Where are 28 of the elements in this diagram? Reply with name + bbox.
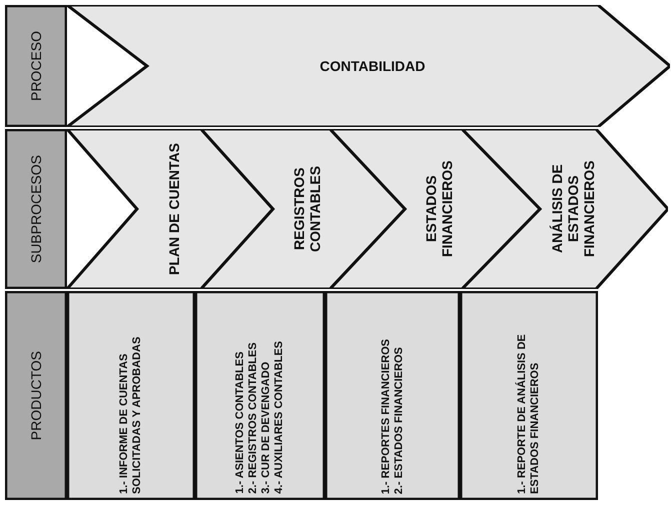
table-cell bbox=[325, 291, 460, 500]
row-header bbox=[5, 291, 67, 500]
list-item: 1.- REPORTE DE ANÁLISIS DE ESTADOS FINANCIEROS bbox=[516, 333, 542, 494]
table-cell bbox=[460, 291, 598, 500]
list-item: 2.- ESTADOS FINANCIEROS bbox=[392, 346, 406, 494]
chevron-shape bbox=[462, 129, 668, 289]
chevron-shape bbox=[330, 129, 540, 289]
process-label: PLAN DE CUENTAS bbox=[166, 143, 182, 275]
list-item: 3.- CUR DE DEVENGADO bbox=[260, 360, 273, 494]
process-label: REGISTROS CONTABLES bbox=[290, 164, 322, 254]
chevron-shape bbox=[201, 129, 405, 289]
list-item: 1.- INFORME DE CUENTAS SOLICITADAS Y APROBADAS bbox=[118, 336, 144, 494]
table-cell bbox=[67, 291, 195, 500]
header-label: SUBPROCESOS bbox=[28, 154, 44, 264]
table-cell bbox=[195, 291, 325, 500]
row-header bbox=[5, 129, 67, 289]
list-item: 1.- REPORTES FINANCIEROS bbox=[380, 338, 392, 494]
row-header bbox=[5, 5, 67, 127]
process-label: ANÁLISIS DE ESTADOS FINANCIEROS bbox=[549, 160, 597, 260]
header-label: PRODUCTOS bbox=[28, 350, 44, 440]
chevron-shape bbox=[67, 129, 273, 289]
list-item: 1.- ASIENTOS CONTABLES bbox=[234, 350, 247, 494]
process-label: CONTABILIDAD bbox=[320, 58, 426, 74]
list-item: 4.- AUXILIARES CONTABLES bbox=[273, 341, 286, 494]
header-label: PROCESO bbox=[28, 30, 44, 101]
list-item: 2.- REGISTROS CONTABLES bbox=[247, 342, 260, 494]
chevron-shape bbox=[67, 5, 670, 127]
process-label: ESTADOS FINANCIEROS bbox=[422, 160, 454, 260]
